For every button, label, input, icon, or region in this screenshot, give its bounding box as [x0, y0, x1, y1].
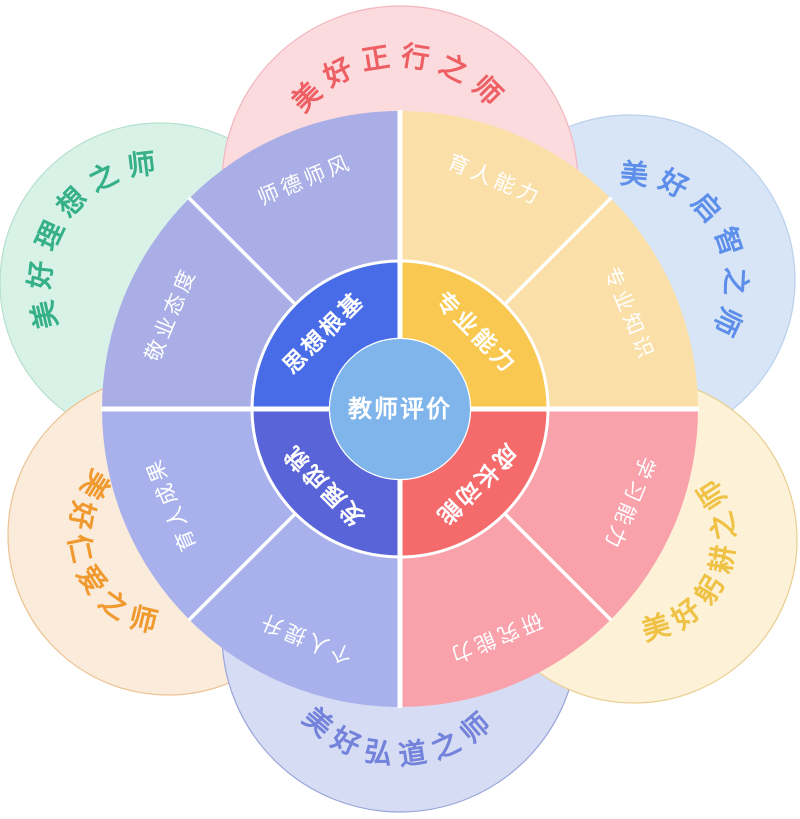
outer-segment-yanjiu-nengli [400, 513, 611, 707]
segment-divider [503, 196, 613, 306]
outer-segment-zhuanye-zhishi [504, 198, 698, 409]
inner-sector-chengzhang-dongneng [400, 409, 548, 557]
outer-segment-geren-tisheng [189, 513, 400, 707]
outer-ring-layer [102, 111, 698, 707]
segment-divider [187, 512, 297, 622]
ring-divider [250, 259, 550, 559]
outer-segment-xuexi-nengli [504, 409, 698, 620]
outer-segment-shide-shifeng [189, 111, 400, 305]
outer-segment-yuren-chengguo [102, 409, 296, 620]
center-layer: 教师评价 [330, 339, 470, 479]
inner-sector-sixiang-genji [252, 261, 400, 409]
outer-segment-jingye-taidu [102, 198, 296, 409]
outer-segment-yuren-nengli [400, 111, 611, 305]
center-circle [330, 339, 470, 479]
center-label: 教师评价 [348, 395, 452, 423]
inner-sector-zhuanye-nengli [400, 261, 548, 409]
inner-ring-layer [252, 261, 548, 557]
segment-divider [503, 512, 613, 622]
segment-divider [187, 196, 297, 306]
inner-sector-fazhan-chengjiu [252, 409, 400, 557]
dividers-layer [101, 110, 699, 708]
